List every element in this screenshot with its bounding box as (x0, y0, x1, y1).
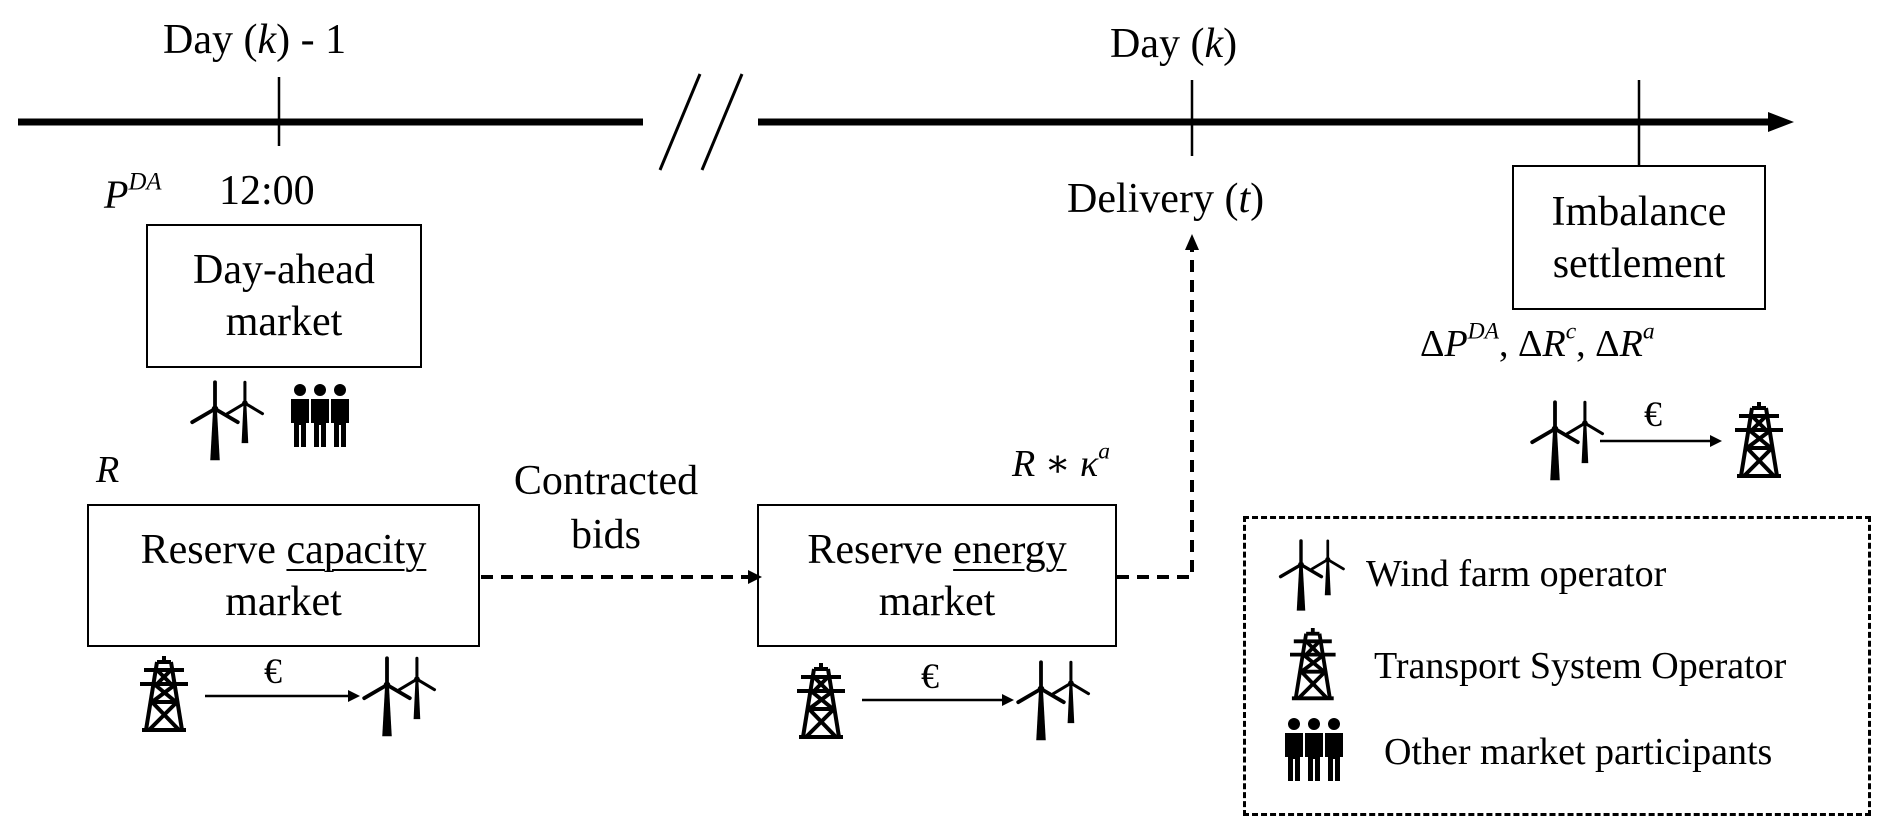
reserve-energy-word1: Reserve (807, 526, 943, 573)
r-symbol: R (96, 449, 120, 491)
legend-box (1243, 516, 1871, 816)
timeline-break-mark-1 (658, 73, 702, 171)
wind-turbine-icon (1016, 660, 1091, 743)
delivery-arrowhead (1185, 234, 1199, 250)
day-ahead-line1: Day-ahead (193, 247, 375, 293)
delivery-arrow (1117, 248, 1194, 579)
contracted-bids-label: Contracted bids (486, 454, 726, 562)
transmission-tower-icon (795, 661, 847, 739)
contracted-line2: bids (570, 512, 641, 558)
r-kappa-symbol: R ∗ κa (1012, 438, 1111, 485)
contracted-bids-arrowhead (748, 570, 762, 584)
reserve-energy-market-box: Reserve energy market (757, 504, 1117, 647)
people-icon (291, 384, 349, 447)
legend-others-label: Other market participants (1384, 731, 1773, 773)
legend-wind-label: Wind farm operator (1366, 553, 1667, 595)
payment-arrowhead-capacity (348, 690, 360, 702)
time-label: 12:00 (219, 168, 315, 214)
timeline-break-mark-2 (700, 73, 744, 171)
reserve-capacity-market-box: Reserve capacity market (87, 504, 480, 647)
p-da-symbol: PDA (104, 168, 162, 217)
reserve-capacity-word2: capacity (286, 526, 427, 573)
day-ahead-line2: market (225, 299, 343, 345)
payment-arrowhead-energy (1002, 694, 1014, 706)
day-prev-label: Day (k) - 1 (163, 17, 347, 63)
imbalance-line2: settlement (1552, 240, 1726, 287)
euro-icon: € (921, 656, 939, 696)
delivery-label: Delivery (t) (1067, 176, 1265, 222)
contracted-line1: Contracted (513, 458, 699, 504)
legend-tso-label: Transport System Operator (1374, 645, 1787, 687)
day-ahead-market-box: Day-ahead market (146, 224, 422, 368)
imbalance-line1: Imbalance (1551, 188, 1727, 235)
transmission-tower-icon (138, 654, 190, 732)
timeline-arrowhead (1768, 112, 1794, 132)
day-k-label: Day (k) (1110, 21, 1238, 67)
wind-turbine-icon (362, 656, 437, 739)
imbalance-settlement-box: Imbalance settlement (1512, 165, 1766, 310)
reserve-energy-word2: energy (953, 526, 1067, 573)
wind-turbine-icon (190, 380, 265, 463)
reserve-energy-line2: market (878, 578, 996, 625)
wind-turbine-icon (1530, 400, 1605, 483)
reserve-capacity-line2: market (225, 578, 342, 625)
delta-symbols: ΔPDA, ΔRc, ΔRa (1420, 318, 1655, 365)
transmission-tower-icon (1733, 400, 1785, 478)
euro-icon: € (264, 651, 282, 691)
reserve-capacity-word1: Reserve (140, 526, 276, 573)
euro-icon: € (1644, 394, 1662, 434)
payment-arrowhead-imbalance (1710, 435, 1722, 447)
